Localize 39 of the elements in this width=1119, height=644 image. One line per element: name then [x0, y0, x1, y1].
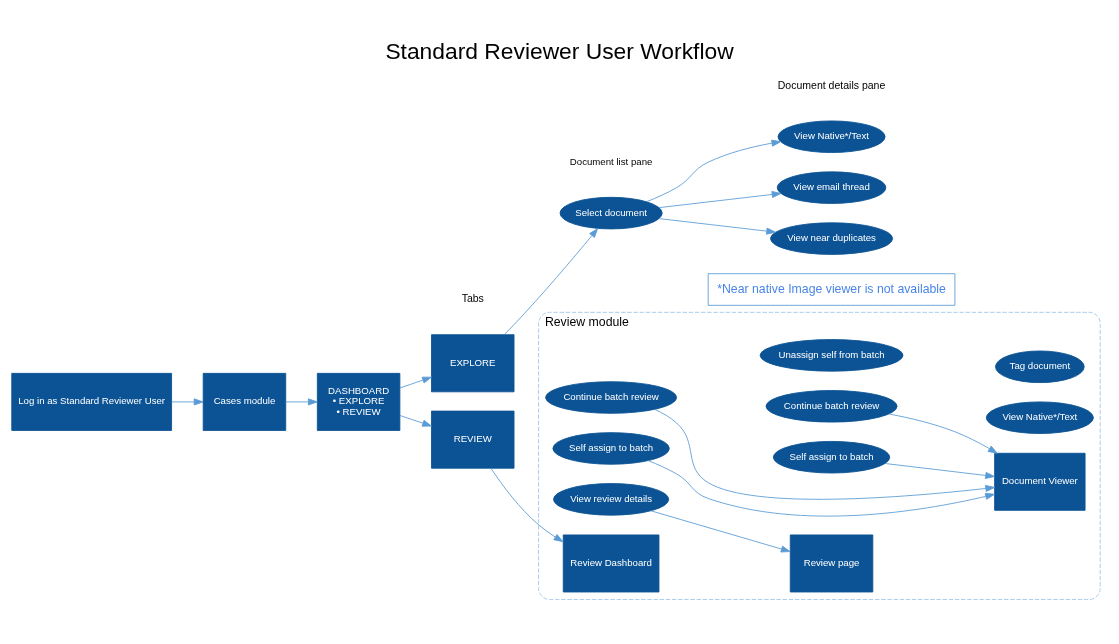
node-box: *Near native Image viewer is not available [707, 273, 956, 306]
node-ellipse: Continue batch review [765, 390, 898, 423]
diagram-title: Standard Reviewer User Workflow [385, 38, 734, 65]
arrow [399, 376, 432, 389]
node-ellipse: View Native*/Text [985, 401, 1094, 434]
node-box: Review Dashboard [562, 534, 660, 593]
node-ellipse: Select document [559, 196, 663, 230]
arrow [285, 398, 318, 406]
arrow [647, 460, 995, 517]
arrow [658, 191, 782, 209]
arrow [888, 413, 998, 454]
label: Document details pane [777, 78, 886, 91]
arrow [650, 510, 791, 553]
arrow [399, 415, 432, 427]
node-ellipse: View Native*/Text [777, 120, 886, 153]
node-label: Document list pane [569, 155, 653, 167]
node-ellipse: Unassign self from batch [759, 339, 904, 372]
node-box: EXPLORE [431, 334, 515, 393]
node-box: DASHBOARD • EXPLORE • REVIEW [316, 372, 401, 431]
arrow [884, 463, 995, 479]
node-ellipse: Self assign to batch [772, 440, 891, 474]
node-ellipse: Self assign to batch [552, 432, 670, 465]
arrow [646, 139, 782, 203]
arrow [654, 408, 996, 500]
arrow [658, 218, 776, 235]
node-ellipse: Continue batch review [545, 381, 678, 414]
node-box: Review page [789, 534, 874, 593]
node-ellipse: View review details [553, 483, 670, 516]
label: Tabs [461, 291, 484, 304]
node-box: Log in as Standard Reviewer User [11, 372, 172, 431]
node-ellipse: View near duplicates [770, 222, 894, 255]
node-box: Document Viewer [994, 452, 1086, 511]
node-box: Cases module [202, 372, 287, 431]
node-box: REVIEW [431, 410, 515, 469]
arrow [171, 398, 204, 406]
node-ellipse: View email thread [776, 171, 887, 204]
arrow [503, 228, 599, 335]
arrow [490, 467, 564, 543]
node-ellipse: Tag document [995, 350, 1085, 384]
